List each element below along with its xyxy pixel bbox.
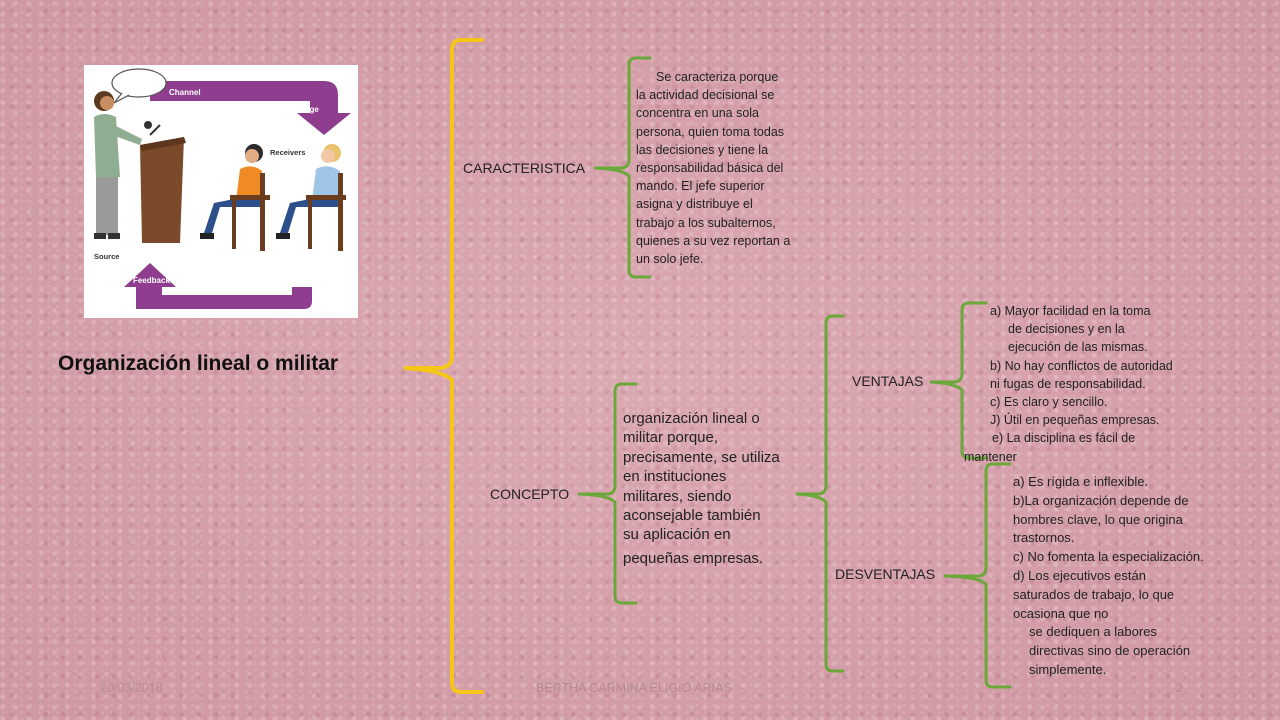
desventajas-item: b)La organización depende de bbox=[1013, 492, 1189, 508]
ventajas-item: c) Es claro y sencillo. bbox=[990, 395, 1108, 410]
desventajas-list: a) Es rígida e inflexible. b)La organiza… bbox=[1013, 473, 1243, 680]
concepto-line: precisamente, se utiliza bbox=[623, 448, 780, 466]
desventajas-item: simplemente. bbox=[1029, 661, 1107, 677]
footer-date: 20/03/2018 bbox=[100, 681, 163, 695]
ventajas-item: de decisiones y en la bbox=[1008, 322, 1125, 337]
concepto-line: pequeñas empresas. bbox=[623, 549, 764, 567]
ventajas-item: ejecución de las mismas. bbox=[1008, 340, 1148, 355]
concepto-line: en instituciones bbox=[623, 468, 727, 486]
message-label: Message bbox=[285, 105, 319, 114]
caracteristica-line: persona, quien toma todas bbox=[636, 124, 785, 139]
caracteristica-text: Se caracteriza porque la actividad decis… bbox=[636, 68, 836, 268]
desventajas-item: saturados de trabajo, lo que bbox=[1013, 586, 1175, 602]
caracteristica-line: concentra en una sola bbox=[636, 106, 760, 121]
caracteristica-line: Se caracteriza porque bbox=[656, 70, 779, 84]
page-title: Organización lineal o militar bbox=[58, 352, 339, 375]
concepto-bracket bbox=[577, 382, 638, 605]
caracteristica-label: CARACTERISTICA bbox=[463, 160, 586, 176]
ventajas-item: mantener bbox=[964, 449, 1017, 464]
ventajas-list: a) Mayor facilidad en la toma de decisio… bbox=[964, 302, 1204, 466]
caracteristica-line: las decisiones y tiene la bbox=[636, 142, 769, 157]
ventajas-item: b) No hay conflictos de autoridad bbox=[990, 358, 1173, 373]
ventajas-item: ni fugas de responsabilidad. bbox=[990, 376, 1146, 391]
footer-author: BERTHA CARMINA ELIGIO ARIAS bbox=[536, 681, 732, 695]
communication-illustration: Channel Message Receivers bbox=[84, 65, 358, 318]
ventajas-item: e) La disciplina es fácil de bbox=[992, 431, 1136, 446]
concepto-line: aconsejable también bbox=[623, 507, 761, 525]
desventajas-item: d) Los ejecutivos están bbox=[1013, 567, 1146, 583]
caracteristica-line: un solo jefe. bbox=[636, 252, 704, 267]
desventajas-item: hombres clave, lo que origina bbox=[1013, 511, 1183, 527]
desventajas-label: DESVENTAJAS bbox=[835, 566, 936, 582]
channel-label: Channel bbox=[169, 88, 201, 97]
caracteristica-line: trabajo a los subalternos, bbox=[636, 215, 776, 230]
main-bracket bbox=[403, 38, 484, 694]
caracteristica-line: quienes a su vez reportan a bbox=[636, 233, 791, 248]
desventajas-item: se dediquen a labores bbox=[1029, 624, 1157, 640]
ventajas-label: VENTAJAS bbox=[852, 373, 924, 389]
desventajas-item: ocasiona que no bbox=[1013, 605, 1109, 621]
receivers-label: Receivers bbox=[270, 148, 305, 157]
caracteristica-line: responsabilidad básica del bbox=[636, 161, 784, 176]
ventajas-item: J) Útil en pequeñas empresas. bbox=[990, 413, 1160, 428]
desventajas-item: trastornos. bbox=[1013, 530, 1075, 546]
concepto-text: organización lineal o militar porque, pr… bbox=[623, 409, 808, 568]
desventajas-item: a) Es rígida e inflexible. bbox=[1013, 474, 1149, 489]
concepto-line: organización lineal o bbox=[623, 410, 760, 427]
split-bracket bbox=[795, 314, 845, 673]
footer-page-number: 2 bbox=[1176, 681, 1183, 695]
desventajas-item: c) No fomenta la especialización. bbox=[1013, 549, 1204, 565]
caracteristica-line: la actividad decisional se bbox=[636, 88, 775, 103]
feedback-label: Feedback bbox=[133, 276, 170, 285]
source-label: Source bbox=[94, 252, 119, 261]
caracteristica-line: asigna y distribuye el bbox=[636, 197, 753, 212]
ventajas-item: a) Mayor facilidad en la toma bbox=[990, 304, 1151, 318]
desventajas-item: directivas sino de operación bbox=[1029, 643, 1191, 659]
concepto-line: su aplicación en bbox=[623, 526, 731, 544]
ventajas-bracket bbox=[929, 301, 988, 460]
concepto-line: militares, siendo bbox=[623, 487, 732, 505]
caracteristica-line: mando. El jefe superior bbox=[636, 179, 765, 194]
concepto-line: militar porque, bbox=[623, 429, 719, 447]
caracteristica-bracket bbox=[593, 56, 652, 279]
desventajas-bracket bbox=[943, 462, 1012, 689]
concepto-label: CONCEPTO bbox=[490, 486, 570, 502]
